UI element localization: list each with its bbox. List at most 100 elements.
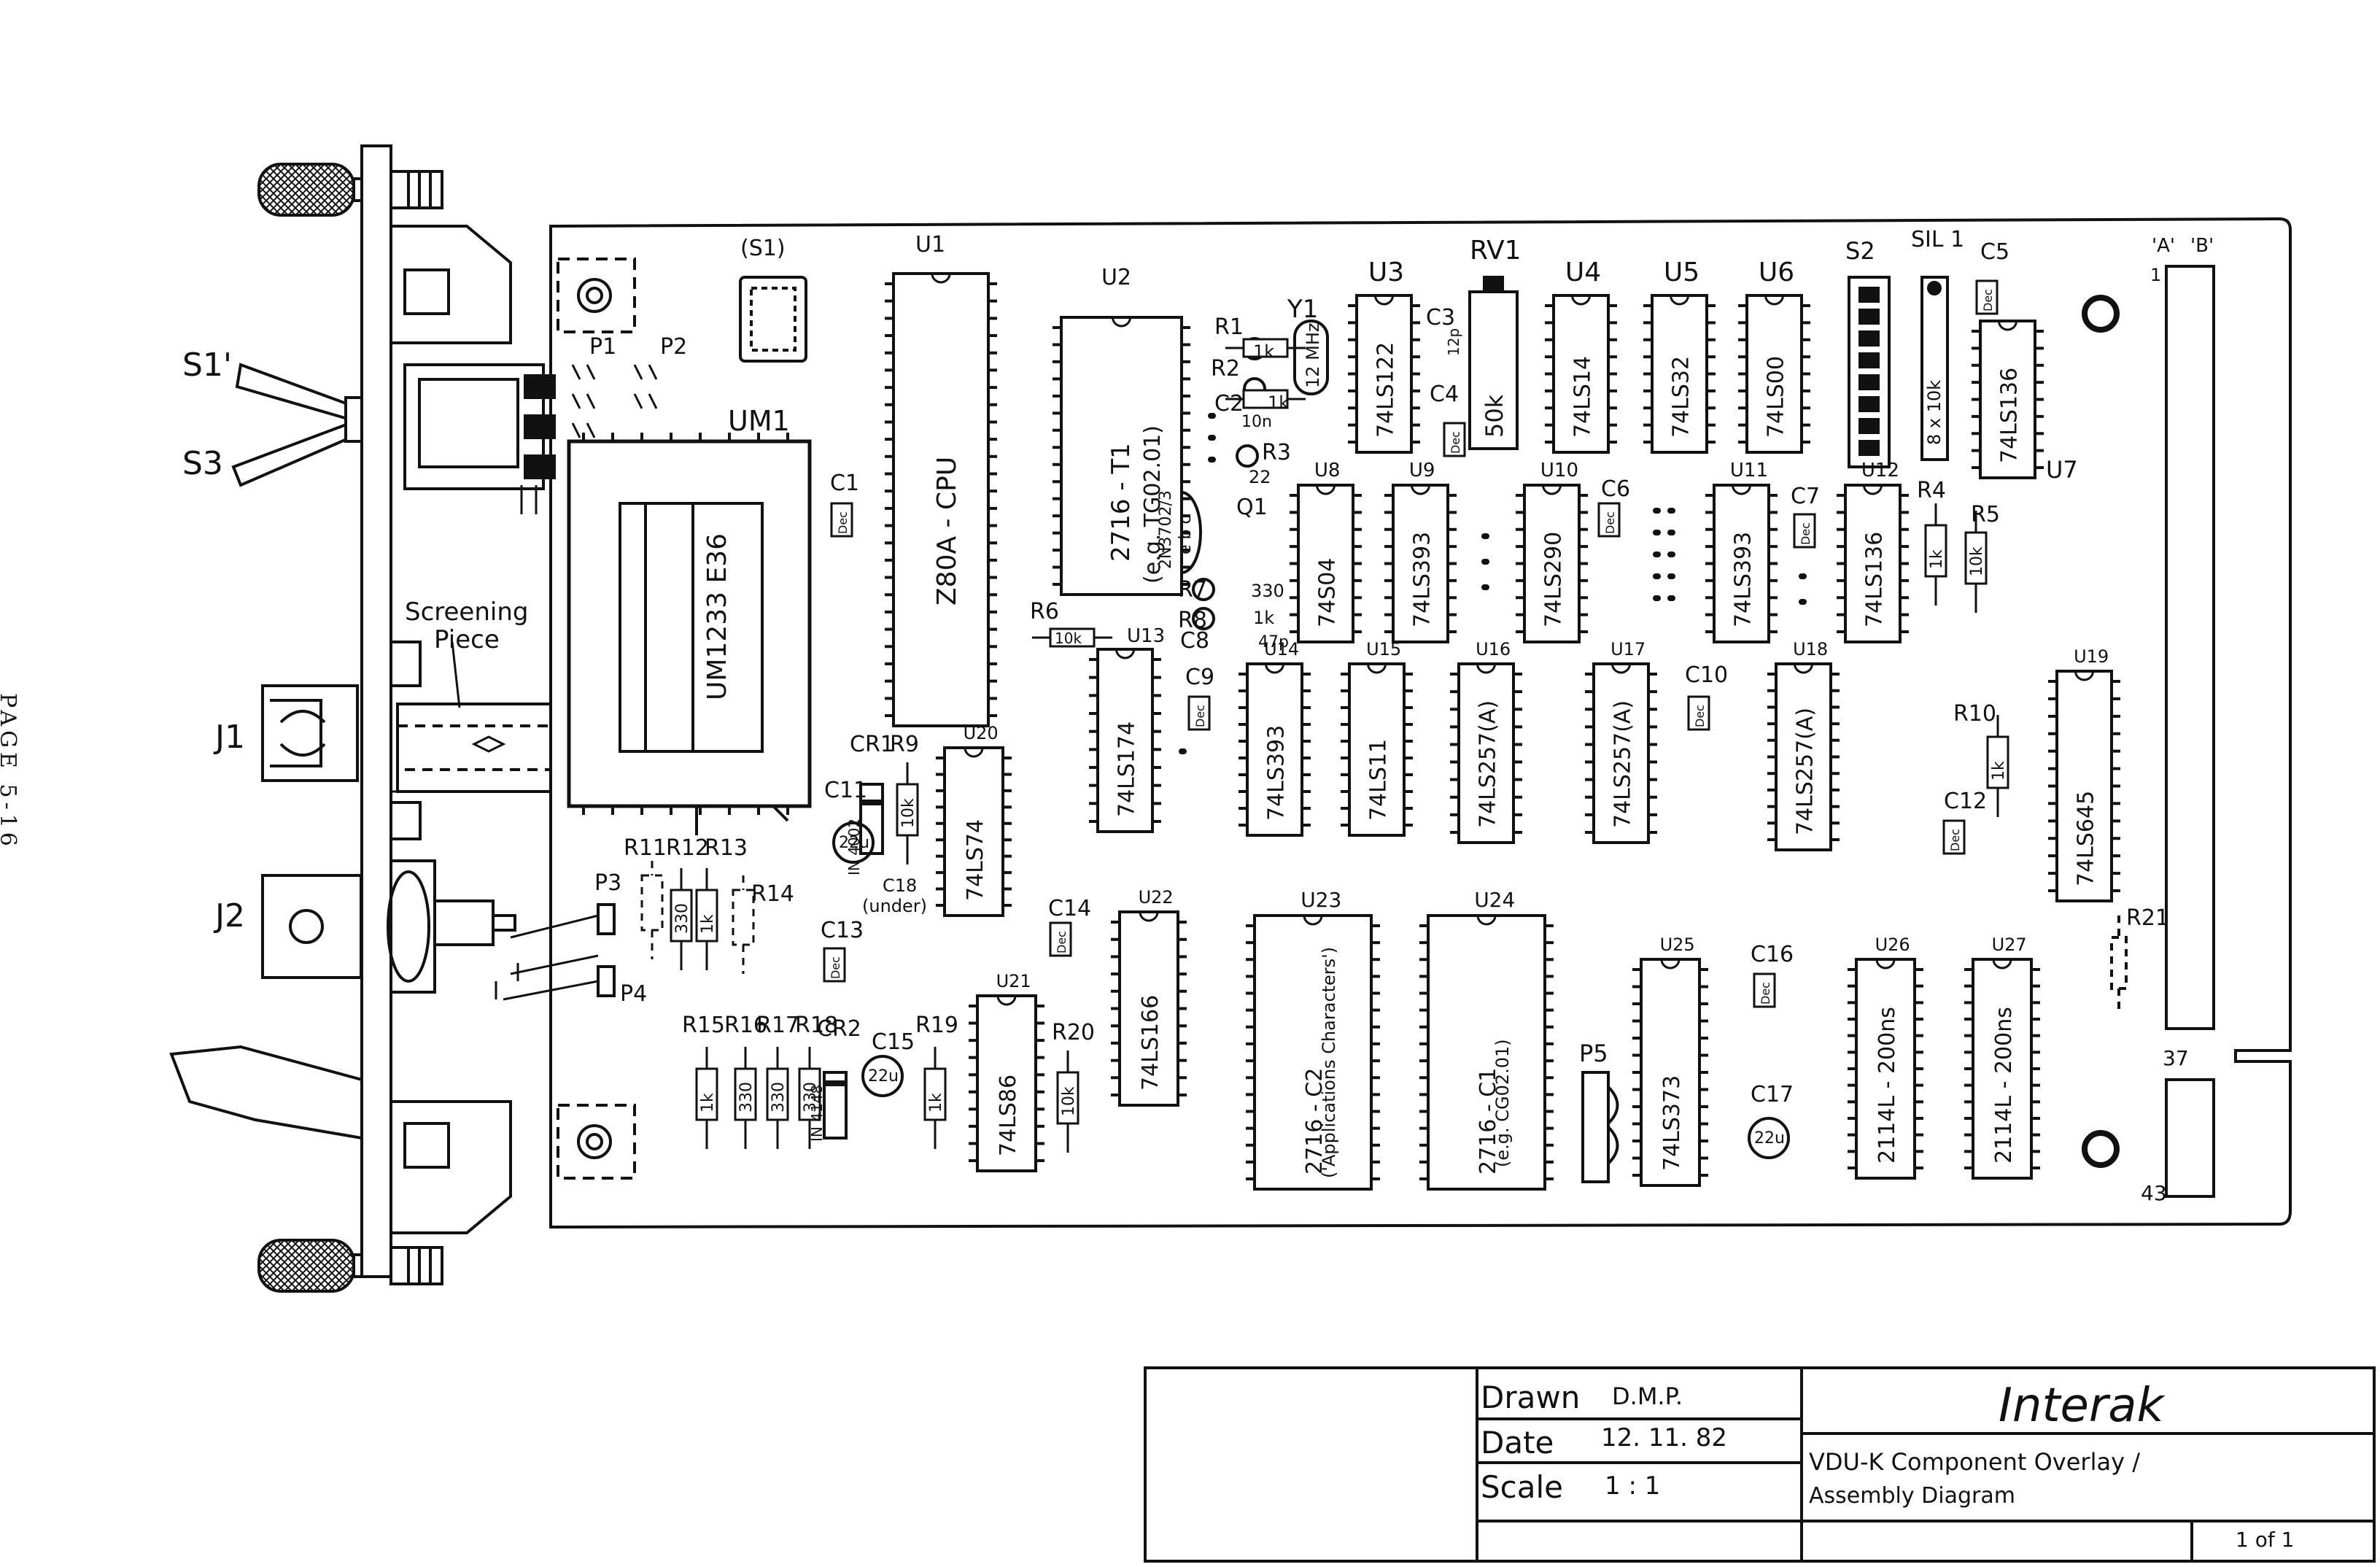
- u17-body: [1592, 662, 1650, 844]
- u20-part-label: 74LS74: [963, 819, 988, 901]
- r11-resistor-optional: [640, 861, 664, 959]
- c15-capacitor: [861, 1055, 904, 1097]
- u15-pins: [1341, 673, 1413, 827]
- u21-part-label: 74LS86: [996, 1075, 1021, 1156]
- u15-designator: U15: [1366, 639, 1401, 659]
- c11-capacitor: [832, 821, 875, 864]
- u21-designator: U21: [996, 971, 1031, 991]
- u25-designator: U25: [1660, 935, 1695, 955]
- u23-part-label-2: ('Applications Characters'): [1319, 947, 1339, 1178]
- c9-dec-capacitor: Dec: [1187, 695, 1211, 731]
- r20-label: R20: [1052, 1020, 1095, 1045]
- r9-label: R9: [890, 732, 919, 757]
- r20-body: [1056, 1071, 1079, 1125]
- r16-value: 330: [737, 1082, 756, 1113]
- u8-designator: U8: [1314, 460, 1341, 481]
- cr2-part-label: IN 4148: [808, 1085, 826, 1142]
- c10-dec-label: Dec: [1693, 705, 1707, 727]
- u3-notch: [1374, 295, 1394, 306]
- edge-connector-upper: [2165, 265, 2215, 1030]
- u13-chip: 74LS174: [1089, 648, 1161, 833]
- cr1-label: CR1: [850, 732, 894, 757]
- u22-chip: 74LS166 U22: [1111, 887, 1187, 1107]
- u12-notch: [1863, 484, 1883, 495]
- board-hole-top: [2082, 295, 2120, 333]
- u19-pins: [2048, 680, 2120, 892]
- u16-body: [1457, 662, 1515, 844]
- c5-dec-label: Dec: [1981, 289, 1995, 312]
- c5-dec-capacitor: Dec: [1975, 279, 1999, 315]
- u22-part-label: 74LS166: [1138, 995, 1163, 1091]
- u2-pins: [1053, 326, 1190, 586]
- um1-part-label: UM1233 E36: [702, 533, 732, 700]
- screening-label-1: Screening: [405, 597, 528, 627]
- s2-dip-switch: [1848, 276, 1891, 468]
- u1-chip: [885, 272, 997, 727]
- p5-label: P5: [1579, 1040, 1608, 1067]
- r5-label: R5: [1971, 502, 2000, 527]
- edge-b-label: 'B': [2190, 235, 2214, 257]
- p4-label: P4: [620, 981, 647, 1007]
- cr2-diode: [823, 1071, 848, 1140]
- c15-value-label: 22u: [868, 1067, 899, 1086]
- c7-dec-capacitor: Dec: [1793, 513, 1816, 549]
- r5-resistor: 10k: [1964, 511, 1988, 613]
- u2-notch: [1112, 317, 1131, 328]
- u2-chip: [1053, 316, 1190, 596]
- u26-part-label: 2114L - 200ns: [1875, 1007, 1900, 1164]
- r5-value: 10k: [1968, 546, 1986, 576]
- s3-label: S3: [182, 445, 223, 482]
- c17-label: C17: [1751, 1082, 1794, 1107]
- u3-pins: [1348, 304, 1420, 444]
- u6-pins: [1738, 304, 1810, 444]
- r21-label: R21: [2126, 905, 2169, 931]
- c17-value-label: 22u: [1754, 1129, 1785, 1148]
- u9-pins: [1384, 494, 1457, 633]
- u9-part-label: 74LS393: [1410, 532, 1435, 627]
- r5-body: [1964, 531, 1988, 585]
- c12-label: C12: [1944, 789, 1987, 814]
- p3-header: [597, 903, 616, 935]
- r11-label: R11: [624, 835, 667, 861]
- u5-notch: [1670, 295, 1689, 306]
- u17-pins: [1585, 673, 1657, 834]
- r17-value: 330: [770, 1082, 788, 1113]
- r16-body: [734, 1067, 757, 1121]
- c16-label: C16: [1751, 942, 1794, 967]
- u19-designator: U19: [2074, 646, 2109, 667]
- scale-value: 1 : 1: [1605, 1471, 1660, 1501]
- u25-part-label: 74LS373: [1659, 1075, 1685, 1171]
- c2-value-label: 10n: [1241, 413, 1272, 431]
- u23-designator: U23: [1301, 888, 1341, 912]
- u22-designator: U22: [1139, 887, 1174, 908]
- u24-part-label-2: (e.g. CG02.01): [1492, 1039, 1513, 1167]
- r4-label: R4: [1917, 478, 1946, 503]
- r1-body: [1242, 338, 1289, 358]
- u5-designator: U5: [1664, 258, 1699, 287]
- u20-designator: U20: [964, 723, 999, 743]
- cr2-label: CR2: [817, 1016, 861, 1042]
- u19-notch: [2074, 670, 2094, 681]
- r19-label: R19: [915, 1013, 958, 1038]
- c7-label: C7: [1791, 484, 1820, 509]
- u4-part-label: 74LS14: [1570, 356, 1596, 438]
- u24-notch: [1476, 915, 1497, 926]
- r16-label: R16: [724, 1013, 767, 1038]
- u10-part-label: 74LS290: [1541, 532, 1567, 627]
- r13-label: R13: [705, 835, 748, 861]
- c6-label: C6: [1601, 476, 1630, 502]
- u2-label: U2: [1101, 265, 1131, 290]
- u6-part-label: 74LS00: [1764, 356, 1789, 438]
- c8-label: C8: [1180, 628, 1209, 654]
- r15-resistor: 1k: [695, 1047, 718, 1149]
- p2-label: P2: [660, 334, 687, 360]
- r15-value: 1k: [699, 1093, 717, 1113]
- c2-label: C2: [1214, 391, 1244, 417]
